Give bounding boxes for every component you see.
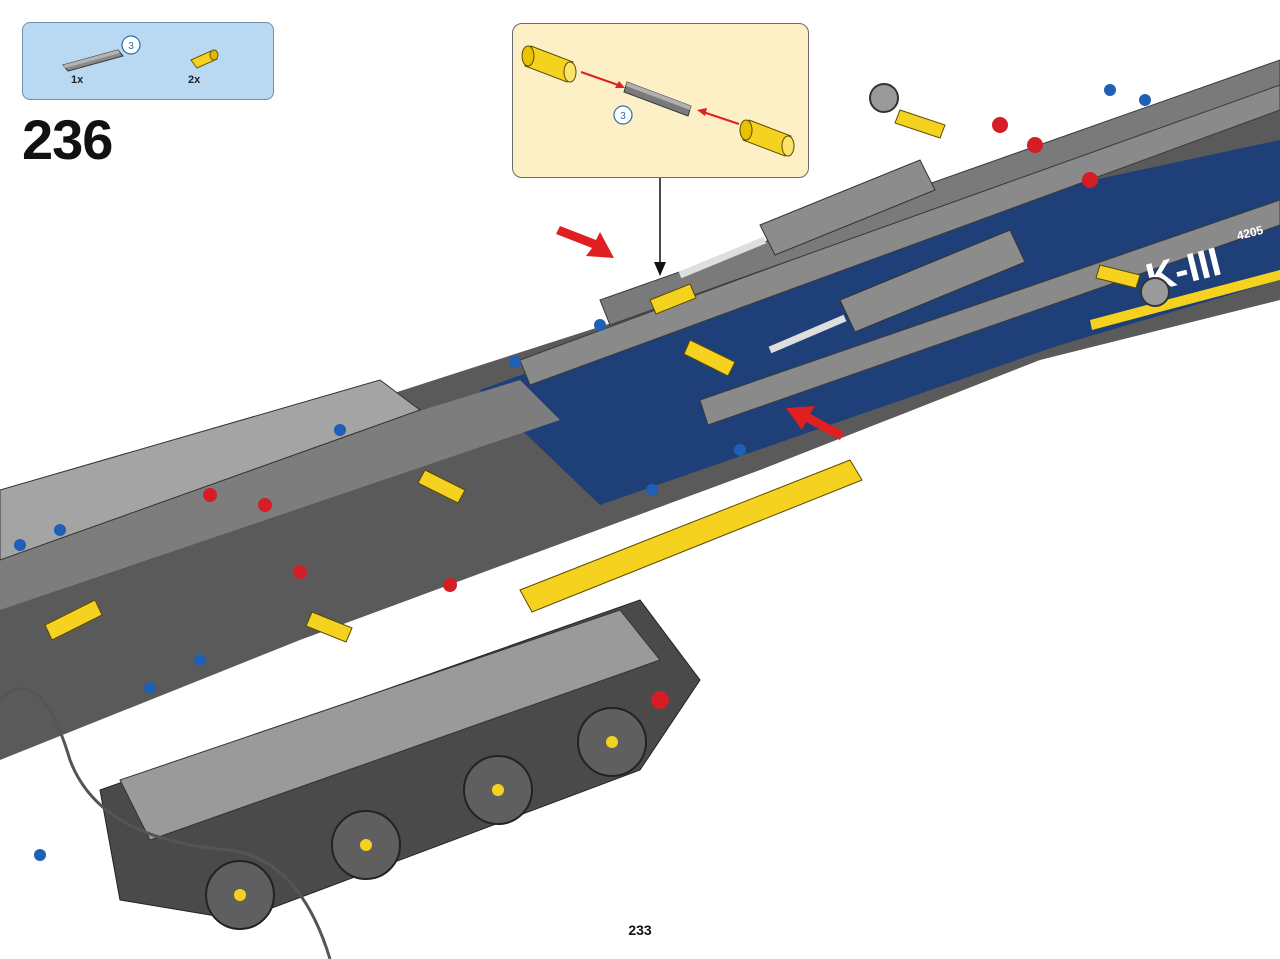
road-wheel <box>463 755 533 825</box>
yellow-connector-installed-lower <box>683 339 736 377</box>
parts-list-graphics: 3 <box>62 35 219 72</box>
axle-length-badge: 3 <box>121 35 141 55</box>
page-number: 233 <box>628 922 652 938</box>
gear-icon <box>869 83 1170 307</box>
part-quantity-axle: 1x <box>71 74 84 86</box>
power-cable <box>0 687 332 959</box>
subassembly-callout: 3 <box>512 23 809 178</box>
red-install-arrow-top <box>556 226 614 258</box>
callout-badge-label: 3 <box>620 111 626 122</box>
road-wheel <box>331 810 401 880</box>
yellow-axle-connector-icon <box>190 49 219 69</box>
chassis-frame <box>0 110 1280 760</box>
axle-length-badge-label: 3 <box>128 41 134 52</box>
red-install-arrow-bottom <box>786 406 844 440</box>
callout-pointer-arrowhead <box>654 262 666 276</box>
part-quantity-connector: 2x <box>188 74 201 86</box>
insert-arrowhead-right <box>697 108 707 116</box>
yellow-connector-installed-upper <box>649 283 697 315</box>
step-number: 236 <box>22 108 113 171</box>
yellow-connector-left-icon <box>521 45 577 83</box>
parts-list-box: 3 1x 2x <box>22 22 274 100</box>
rear-track-upper <box>0 379 422 561</box>
decal-text: K-III <box>1142 240 1226 301</box>
yellow-parts-misc <box>44 109 1141 643</box>
road-wheel <box>577 707 647 777</box>
crawler-track <box>99 599 701 930</box>
decal: K-III 4205 <box>1090 223 1280 330</box>
insert-arrow-left <box>580 71 622 87</box>
callout-graphics: 3 <box>521 45 795 157</box>
decal-small-text: 4205 <box>1235 223 1265 243</box>
grey-axle-callout-icon <box>623 81 692 117</box>
axle-length-badge-callout: 3 <box>613 105 633 125</box>
blue-pins <box>14 84 1151 861</box>
road-wheel <box>205 860 275 930</box>
yellow-connector-right-icon <box>739 119 795 157</box>
yellow-side-beam <box>519 459 863 613</box>
hydraulic-cylinder-lower <box>768 229 1026 354</box>
insert-arrow-right <box>702 111 740 125</box>
red-pins <box>203 117 1098 709</box>
grey-axle-length-3-icon <box>62 49 124 72</box>
